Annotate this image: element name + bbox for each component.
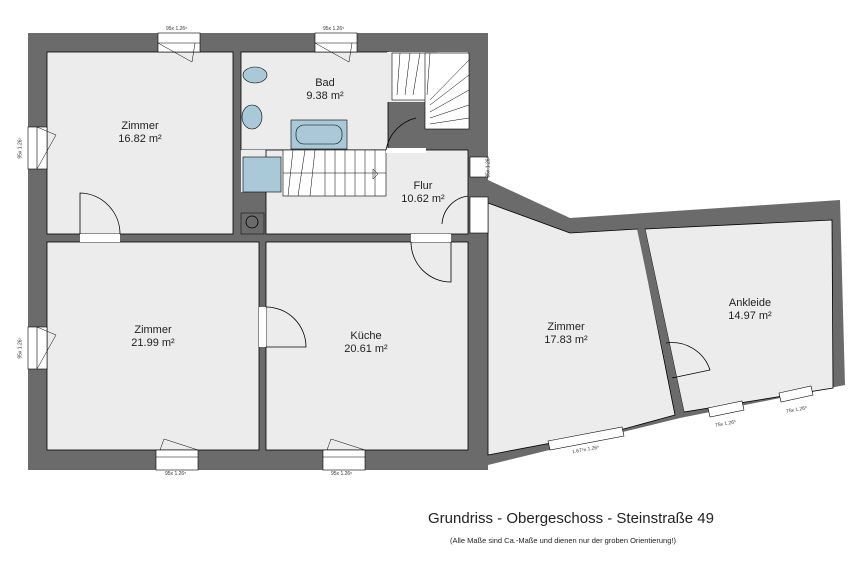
sink-icon xyxy=(241,104,263,130)
shower-icon xyxy=(242,156,282,193)
room-name: Küche xyxy=(350,330,382,342)
room-area: 9.38 m² xyxy=(306,90,344,102)
stair-arrow-icon xyxy=(372,168,379,180)
floor-kueche xyxy=(265,241,469,451)
room-area: 21.99 m² xyxy=(131,337,175,349)
room-kueche: Küche 20.61 m² xyxy=(344,330,387,356)
room-flur: Flur 10.62 m² xyxy=(401,180,444,206)
room-zimmer-2: Zimmer 21.99 m² xyxy=(131,324,174,350)
room-zimmer-1: Zimmer 16.82 m² xyxy=(118,120,161,146)
room-zimmer-3: Zimmer 17.83 m² xyxy=(544,321,587,347)
washing-machine-icon xyxy=(245,215,259,229)
room-area: 14.97 m² xyxy=(728,310,772,322)
room-bad: Bad 9.38 m² xyxy=(306,77,343,103)
inner-wall-diagonal xyxy=(637,229,684,414)
floor-zimmer-2 xyxy=(46,241,260,451)
toilet-icon xyxy=(242,66,268,84)
room-area: 16.82 m² xyxy=(118,133,162,145)
window-dim-label: 95x 1.26⁵ xyxy=(17,137,24,159)
room-name: Zimmer xyxy=(121,120,159,132)
window-dim-label: 95x 1.26⁵ xyxy=(166,26,188,32)
windows xyxy=(27,32,814,471)
room-area: 10.62 m² xyxy=(401,193,445,205)
window-dim-label: 95x 1.26⁵ xyxy=(165,471,187,477)
window-dim-label: 95x 1.26⁵ xyxy=(323,26,345,32)
room-name: Zimmer xyxy=(134,324,172,336)
room-area: 17.83 m² xyxy=(544,334,588,346)
plan-title: Grundriss - Obergeschoss - Steinstraße 4… xyxy=(428,510,714,527)
window-dim-label: 35x 1.26⁵ xyxy=(485,156,492,178)
floor-zimmer-1 xyxy=(46,51,234,235)
stairs-upper-2 xyxy=(424,52,470,130)
window-dim-label: 95x 1.26⁵ xyxy=(17,337,24,359)
plan-subtitle: (Alle Maße sind Ca.-Maße und dienen nur … xyxy=(450,536,676,545)
floor-zimmer-3 xyxy=(487,202,676,456)
room-name: Flur xyxy=(413,180,433,192)
room-area: 20.61 m² xyxy=(344,343,388,355)
room-name: Bad xyxy=(315,77,335,89)
doors xyxy=(79,117,711,379)
window-dim-label: 95x 1.26⁵ xyxy=(331,471,353,477)
room-name: Zimmer xyxy=(547,321,585,333)
room-name: Ankleide xyxy=(728,297,772,309)
room-ankleide: Ankleide 14.97 m² xyxy=(728,297,771,323)
